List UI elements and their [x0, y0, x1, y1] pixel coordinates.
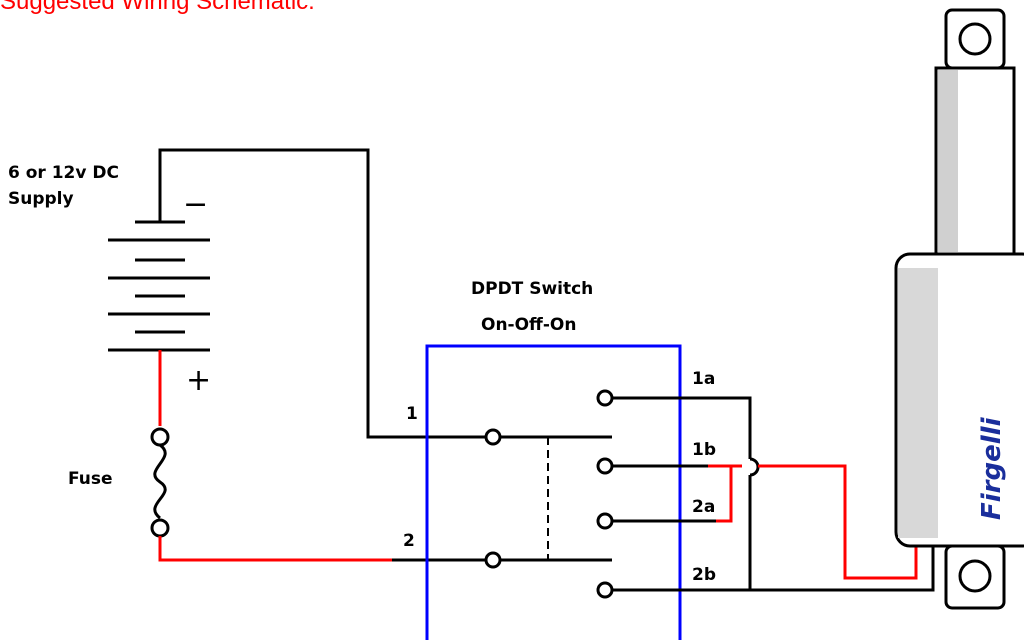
plus-terminal-symbol: + [186, 363, 211, 398]
terminal-label-2b: 2b [692, 565, 716, 585]
terminal-label-2: 2 [403, 531, 415, 551]
minus-terminal-symbol: − [183, 187, 208, 222]
dpdt-switch-box [425, 344, 682, 640]
terminal-label-1a: 1a [692, 369, 715, 389]
switch-label-line1: DPDT Switch [471, 279, 593, 299]
wire-fuse-to-pole2 [158, 536, 392, 562]
supply-label-line1: 6 or 12v DC [8, 163, 119, 183]
fuse-symbol [150, 427, 170, 538]
terminal-label-1b: 1b [692, 440, 716, 460]
actuator-brand-logo: Firgelli [977, 416, 1007, 520]
actuator-body-shading [898, 268, 938, 538]
switch-output-wires-red [708, 464, 918, 580]
switch-terminals [596, 389, 614, 599]
wire-negative-to-pole1 [158, 148, 487, 439]
fuse-label: Fuse [68, 469, 113, 489]
switch-output-wires-black [612, 396, 935, 592]
terminal-label-1: 1 [406, 404, 418, 424]
switch-label-line2: On-Off-On [481, 315, 576, 335]
terminal-label-2a: 2a [692, 497, 715, 517]
supply-label-line2: Supply [8, 189, 74, 209]
actuator-rod-shading [938, 70, 958, 252]
dc-supply [108, 220, 210, 352]
switch-levers [484, 428, 612, 569]
page-title: Suggested Wiring Schematic: [0, 0, 315, 15]
